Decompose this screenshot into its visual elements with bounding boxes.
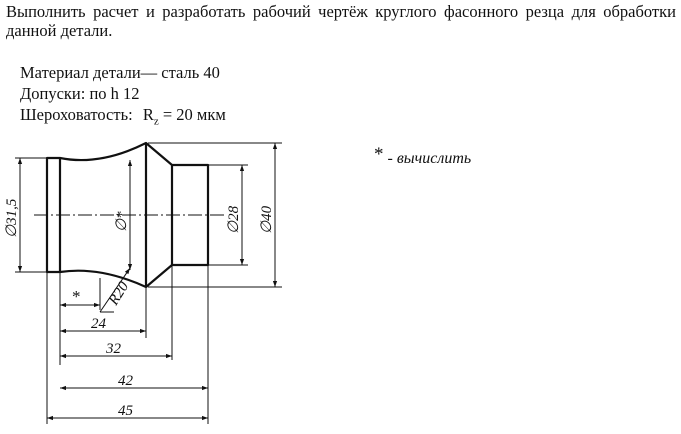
roughness-line: Шероховатость: Rz = 20 мкм [20,104,226,132]
roughness-value: = 20 мкм [162,105,226,124]
dim-len-star: * [72,287,81,306]
dim-d-neck: ∅* [114,211,130,232]
dim-len-32: 32 [105,341,122,357]
dim-len-42: 42 [118,373,134,389]
material-line: Материал детали— сталь 40 [20,63,220,82]
dim-d-small: ∅28 [226,205,242,234]
tolerance-line: Допуски: по h 12 [20,84,140,103]
roughness-subscript: z [153,115,159,128]
specifications: Материал детали— сталь 40 Допуски: по h … [20,62,226,132]
dim-len-24: 24 [91,316,107,332]
roughness-label: Шероховатость: [20,105,133,124]
roughness-symbol: R [142,105,154,124]
diameter-dimensions [15,142,282,288]
dim-radius: R20 [105,279,132,309]
dim-d-left: ∅31,5 [4,198,20,238]
asterisk-icon: * [374,144,384,165]
calculate-note: * - вычислить [374,144,472,169]
dim-len-45: 45 [118,403,134,419]
radius-leader [99,267,131,313]
length-dimensions [46,265,209,424]
task-statement: Выполнить расчет и разработать рабочий ч… [6,2,676,40]
dim-d-max: ∅40 [259,205,275,234]
calculate-note-text: - вычислить [383,150,472,167]
